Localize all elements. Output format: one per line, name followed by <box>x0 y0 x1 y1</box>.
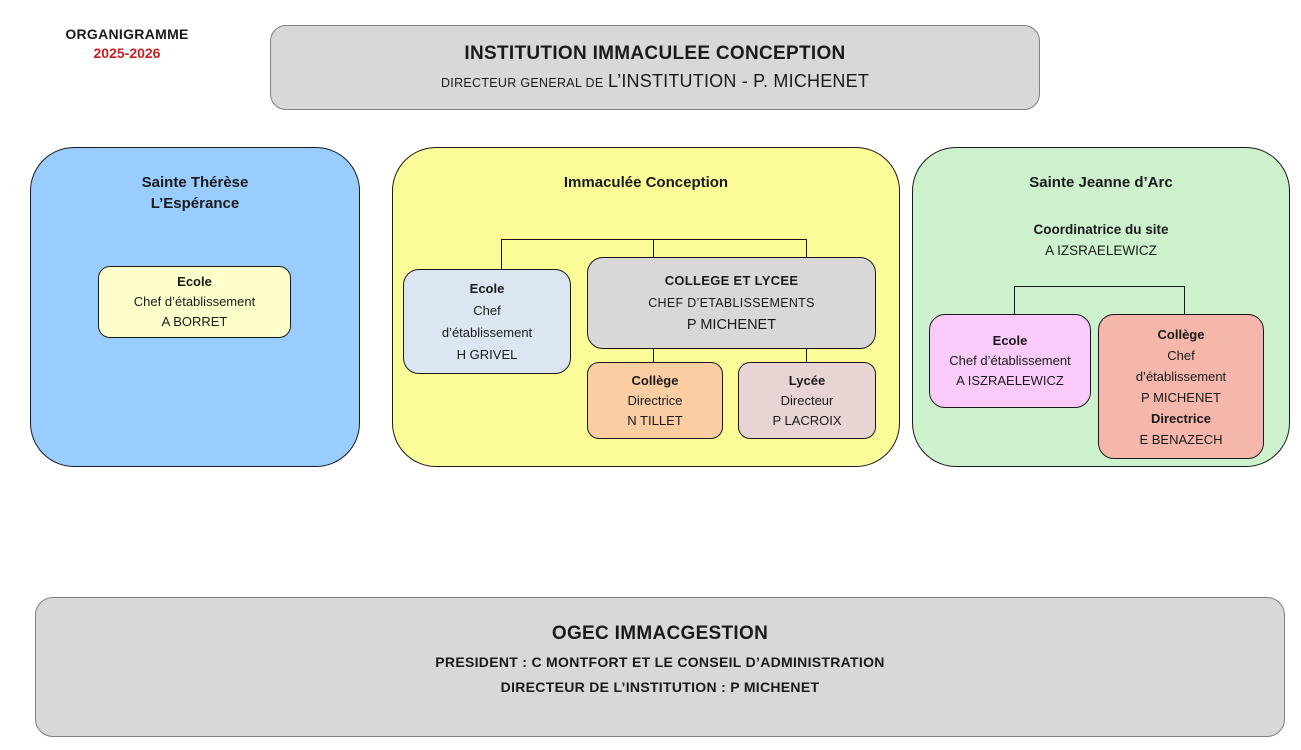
unit-title: Collège <box>631 372 679 388</box>
connector-line <box>653 348 654 363</box>
unit-role: CHEF D’ETABLISSEMENTS <box>648 296 815 310</box>
unit-ecole-sainte-therese: Ecole Chef d’établissement A BORRET <box>98 266 291 338</box>
connector-line <box>1014 286 1185 287</box>
connector-line <box>1014 286 1015 314</box>
ogec-box: OGEC IMMACGESTION PRESIDENT : C MONTFORT… <box>35 597 1285 737</box>
unit-role-line2: d’établissement <box>1135 368 1227 384</box>
connector-line <box>806 239 807 258</box>
unit-title: Collège <box>1157 326 1205 342</box>
campus-sainte-therese-title-line1: Sainte Thérèse <box>141 174 249 191</box>
connector-line <box>1184 286 1185 314</box>
unit-name: N TILLET <box>627 412 683 428</box>
corner-label-year: 2025-2026 <box>93 45 161 61</box>
ogec-president-line: PRESIDENT : C MONTFORT ET LE CONSEIL D’A… <box>435 654 885 670</box>
connector-line <box>501 239 502 269</box>
institution-subtitle: DIRECTEUR GENERAL DE L’INSTITUTION - P. … <box>441 71 869 93</box>
connector-line <box>501 239 807 240</box>
unit-name: H GRIVEL <box>456 346 518 362</box>
unit-college-immaculee: Collège Directrice N TILLET <box>587 362 723 439</box>
unit-role2: Directrice <box>1151 410 1211 426</box>
campus-sainte-therese-title: Sainte Thérèse L’Espérance <box>31 172 359 214</box>
campus-immaculee-conception: Immaculée Conception Ecole Chef d’établi… <box>392 147 900 467</box>
institution-box: INSTITUTION IMMACULEE CONCEPTION DIRECTE… <box>270 25 1040 110</box>
unit-title: COLLEGE ET LYCEE <box>664 273 799 288</box>
unit-role-line1: Chef <box>1167 347 1195 363</box>
unit-role-line2: d’établissement <box>441 324 533 340</box>
coordinator-role: Coordinatrice du site <box>1033 222 1169 237</box>
corner-label-title: ORGANIGRAMME <box>65 26 189 42</box>
campus-sainte-therese-title-line2: L’Espérance <box>150 195 240 212</box>
site-coordinator: Coordinatrice du site A IZSRAELEWICZ <box>913 219 1289 261</box>
institution-subtitle-name: L’INSTITUTION - P. MICHENET <box>607 70 870 91</box>
unit-college-jeanne-darc: Collège Chef d’établissement P MICHENET … <box>1098 314 1264 459</box>
campus-jeanne-darc-title: Sainte Jeanne d’Arc <box>1029 174 1173 191</box>
unit-ecole-immaculee: Ecole Chef d’établissement H GRIVEL <box>403 269 571 374</box>
unit-role-line1: Chef <box>473 302 501 318</box>
coordinator-name: A IZSRAELEWICZ <box>1045 243 1157 258</box>
unit-lycee-immaculee: Lycée Directeur P LACROIX <box>738 362 876 439</box>
unit-title: Ecole <box>469 280 505 296</box>
unit-name: A BORRET <box>161 314 228 329</box>
campus-immaculee-title: Immaculée Conception <box>563 174 729 191</box>
institution-subtitle-role: DIRECTEUR GENERAL DE <box>440 75 604 90</box>
ogec-director-line: DIRECTEUR DE L’INSTITUTION : P MICHENET <box>500 679 820 695</box>
unit-name: A ISZRAELEWICZ <box>956 373 1064 388</box>
corner-label: ORGANIGRAMME 2025-2026 <box>37 26 217 61</box>
unit-name: P LACROIX <box>772 412 842 428</box>
unit-role: Directeur <box>780 392 834 408</box>
connector-line <box>653 239 654 258</box>
unit-name: P MICHENET <box>686 317 777 333</box>
unit-role: Chef d’établissement <box>949 353 1071 368</box>
campus-sainte-therese: Sainte Thérèse L’Espérance Ecole Chef d’… <box>30 147 360 467</box>
unit-name2: E BENAZECH <box>1139 431 1223 447</box>
unit-ecole-jeanne-darc: Ecole Chef d’établissement A ISZRAELEWIC… <box>929 314 1091 408</box>
campus-sainte-jeanne-darc: Sainte Jeanne d’Arc Coordinatrice du sit… <box>912 147 1290 467</box>
unit-role: Directrice <box>627 392 683 408</box>
unit-title: Ecole <box>177 274 212 289</box>
ogec-title: OGEC IMMACGESTION <box>551 623 769 644</box>
institution-title: INSTITUTION IMMACULEE CONCEPTION <box>464 42 846 64</box>
connector-line <box>806 348 807 363</box>
unit-college-et-lycee: COLLEGE ET LYCEE CHEF D’ETABLISSEMENTS P… <box>587 257 876 349</box>
unit-name: P MICHENET <box>1141 389 1221 405</box>
unit-title: Lycée <box>788 372 826 388</box>
unit-role: Chef d’établissement <box>133 294 256 309</box>
unit-title: Ecole <box>992 333 1028 348</box>
